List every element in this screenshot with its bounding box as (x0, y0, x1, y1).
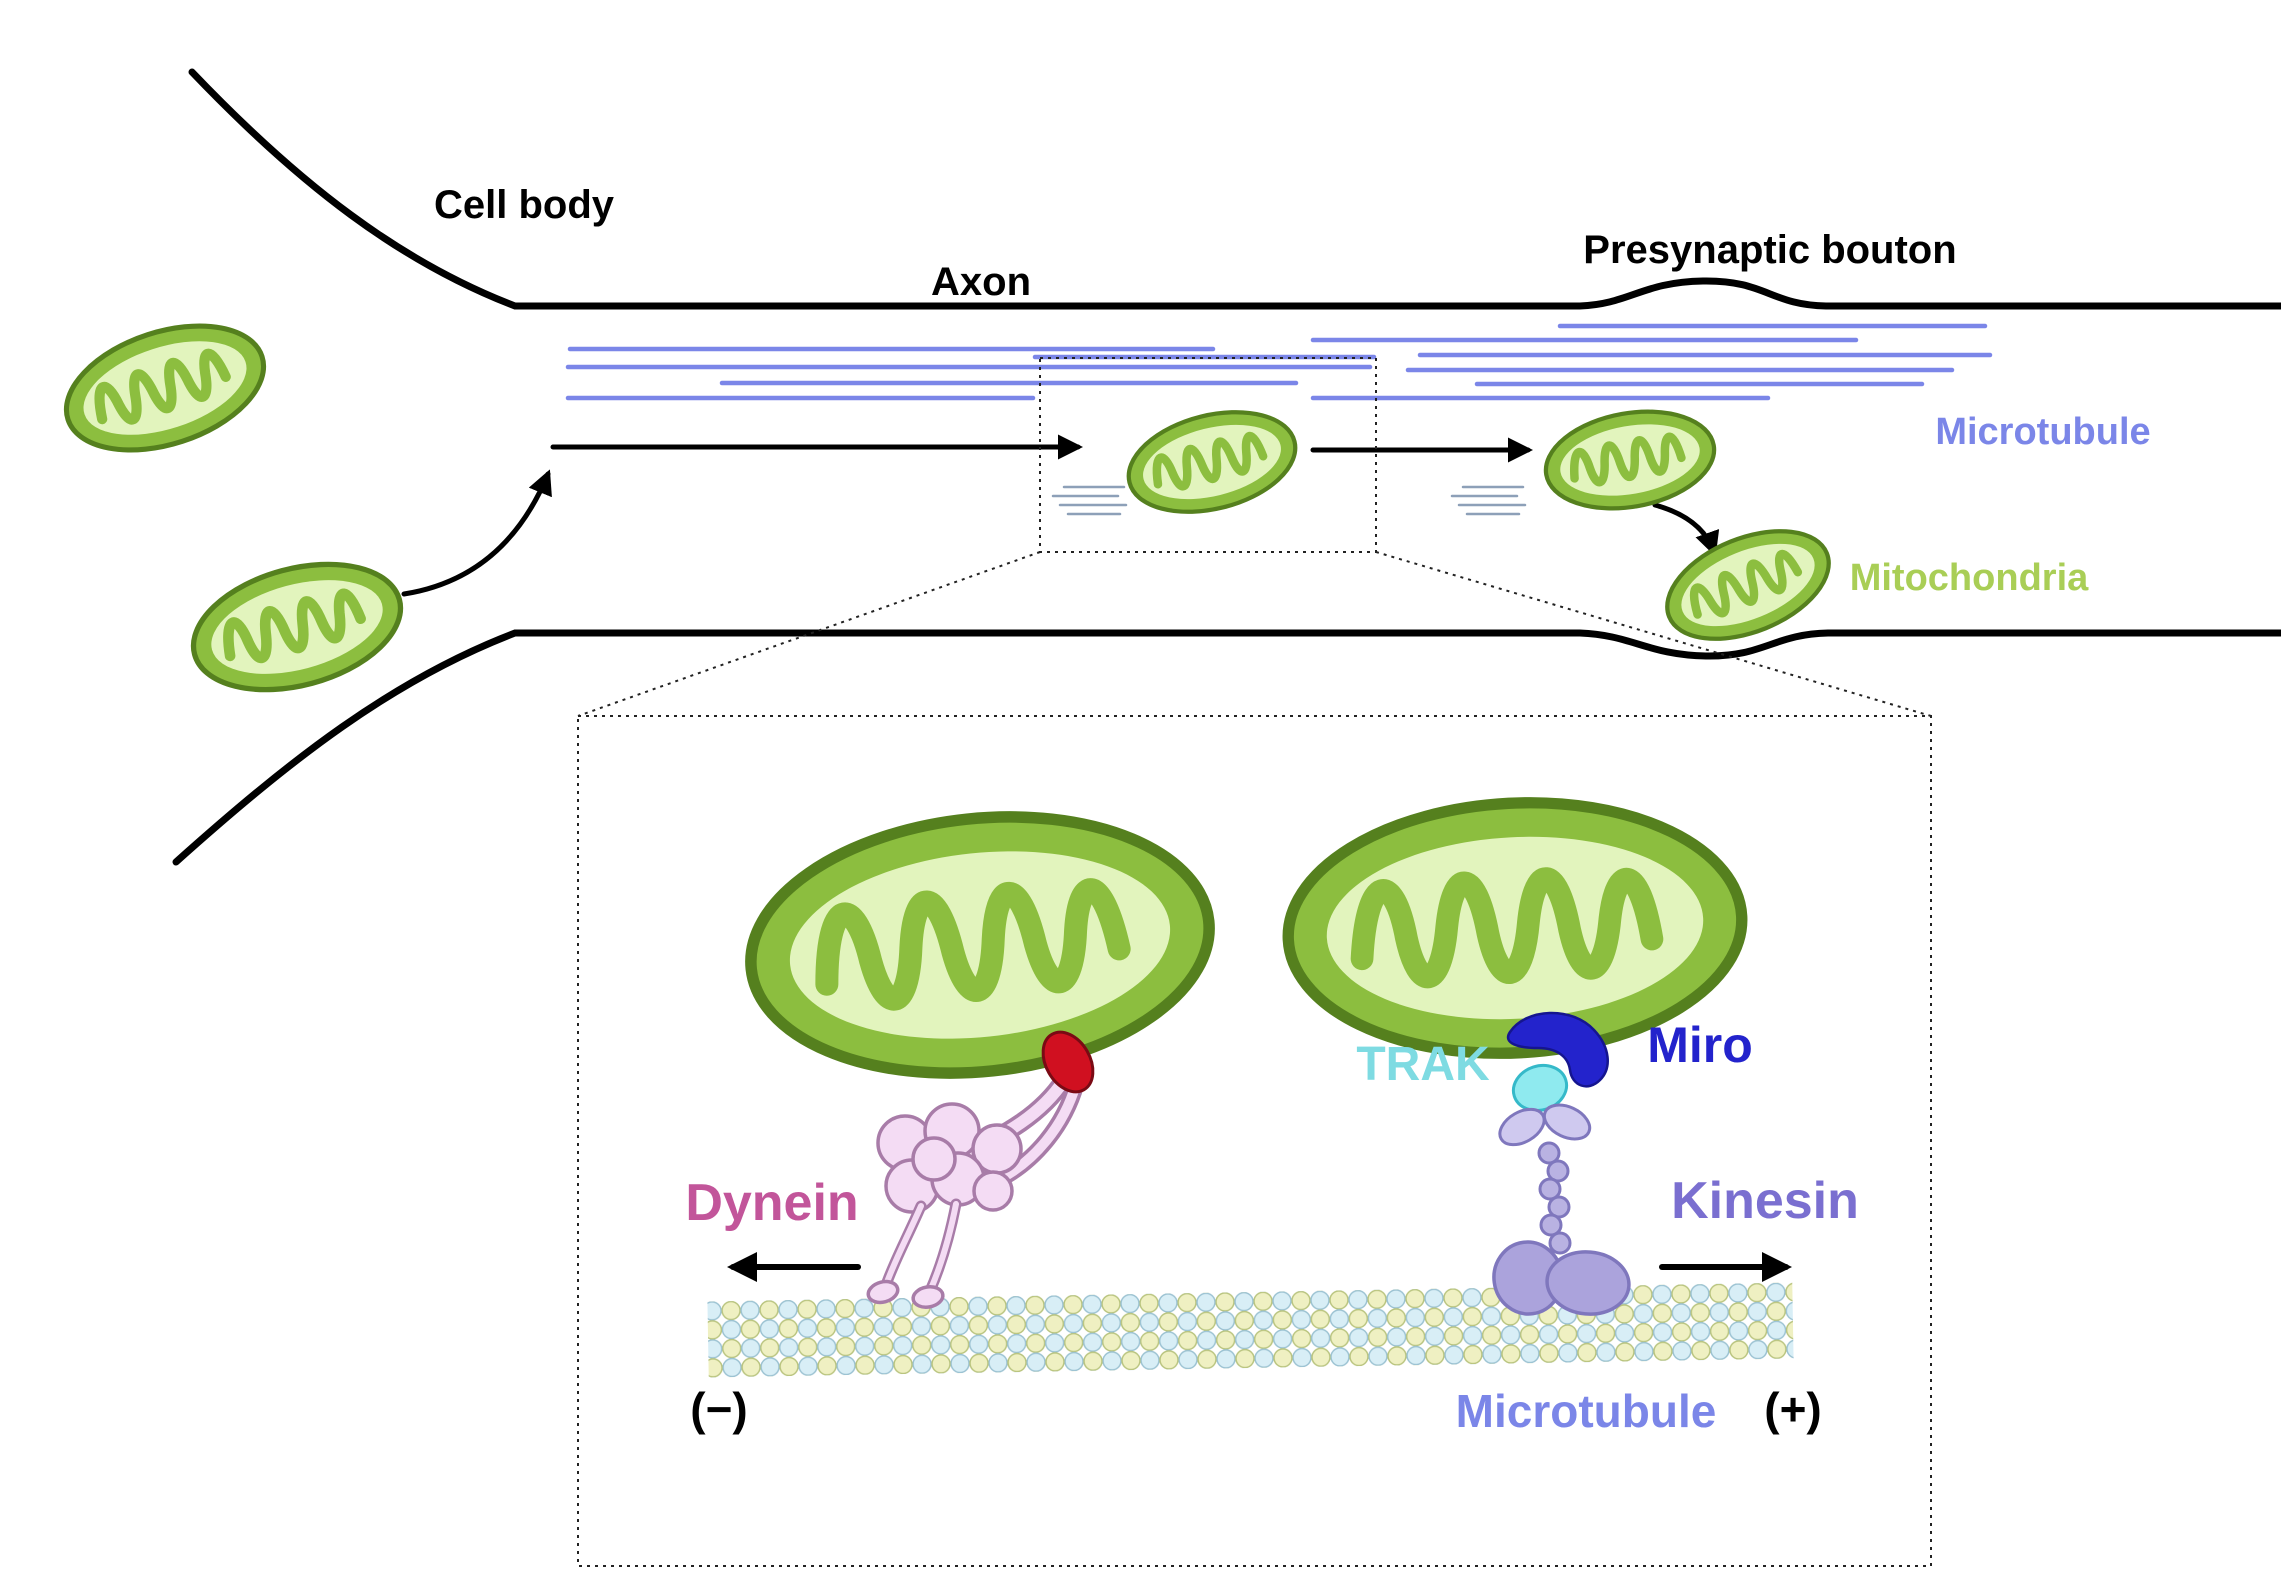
kinesin-coiled-coil (1548, 1231, 1572, 1255)
dynein-foot (911, 1285, 945, 1309)
zoom-connector-left (577, 551, 1041, 717)
kinesin-light-chain (1542, 1103, 1592, 1141)
kinesin-label: Kinesin (1671, 1172, 1859, 1230)
microtubule-tracks (565, 323, 1993, 401)
microtubule-label-inset: Microtubule (1456, 1385, 1717, 1437)
dynein-label: Dynein (685, 1174, 858, 1232)
kinesin-coiled-coil (1537, 1141, 1561, 1165)
presynaptic-bouton-label: Presynaptic bouton (1583, 228, 1956, 272)
dynein-tail (993, 1079, 1081, 1185)
kinesin-light-chain (1498, 1107, 1546, 1147)
axon-top-membrane (188, 68, 2281, 310)
mitochondrion-near-bouton (1538, 399, 1722, 521)
mitochondrion-axon-moving (1118, 396, 1306, 528)
bouton-curved-arrow (1652, 502, 1720, 557)
mitochondrion-cell-body-1 (51, 303, 280, 473)
neuron-outline (172, 68, 2281, 866)
dynein-stalk (883, 1203, 924, 1288)
dynein-adaptor (1041, 1030, 1095, 1094)
mitochondria-label: Mitochondria (1850, 557, 2089, 599)
zoom-source-box (1039, 357, 1377, 553)
inset-box (577, 715, 1932, 1567)
kinesin-coiled-coil (1538, 1177, 1562, 1201)
motion-lines (1051, 485, 1527, 516)
minus-end-label: (−) (690, 1383, 748, 1435)
dynein-stalk (927, 1201, 959, 1294)
dynein-ring (972, 1170, 1014, 1212)
zoom-callout (577, 357, 1932, 1567)
dynein-motor (866, 1070, 1085, 1309)
miro-label: Miro (1647, 1017, 1753, 1073)
dynein-foot (866, 1279, 900, 1305)
mitochondrion-cell-body-2 (180, 543, 415, 710)
mitochondrion-inset-left (738, 795, 1222, 1095)
cell-body-label: Cell body (434, 183, 615, 227)
microtubule-label-overview: Microtubule (1935, 411, 2150, 453)
kinesin-coiled-coil (1539, 1213, 1563, 1237)
mitochondrion-in-bouton (1652, 510, 1845, 660)
trak-label: TRAK (1356, 1038, 1490, 1091)
dynein-ring (911, 1136, 957, 1182)
transport-arrows (401, 434, 1720, 597)
axon-label: Axon (931, 260, 1031, 304)
plus-end-label: (+) (1764, 1383, 1822, 1435)
miro-protein (1506, 1011, 1609, 1088)
kinesin-motor (1492, 1103, 1631, 1316)
kinesin-motor-head (1545, 1250, 1631, 1316)
entry-curved-arrow (401, 469, 552, 597)
zoom-connector-right (1375, 551, 1932, 717)
axon-bottom-membrane (172, 629, 2281, 866)
